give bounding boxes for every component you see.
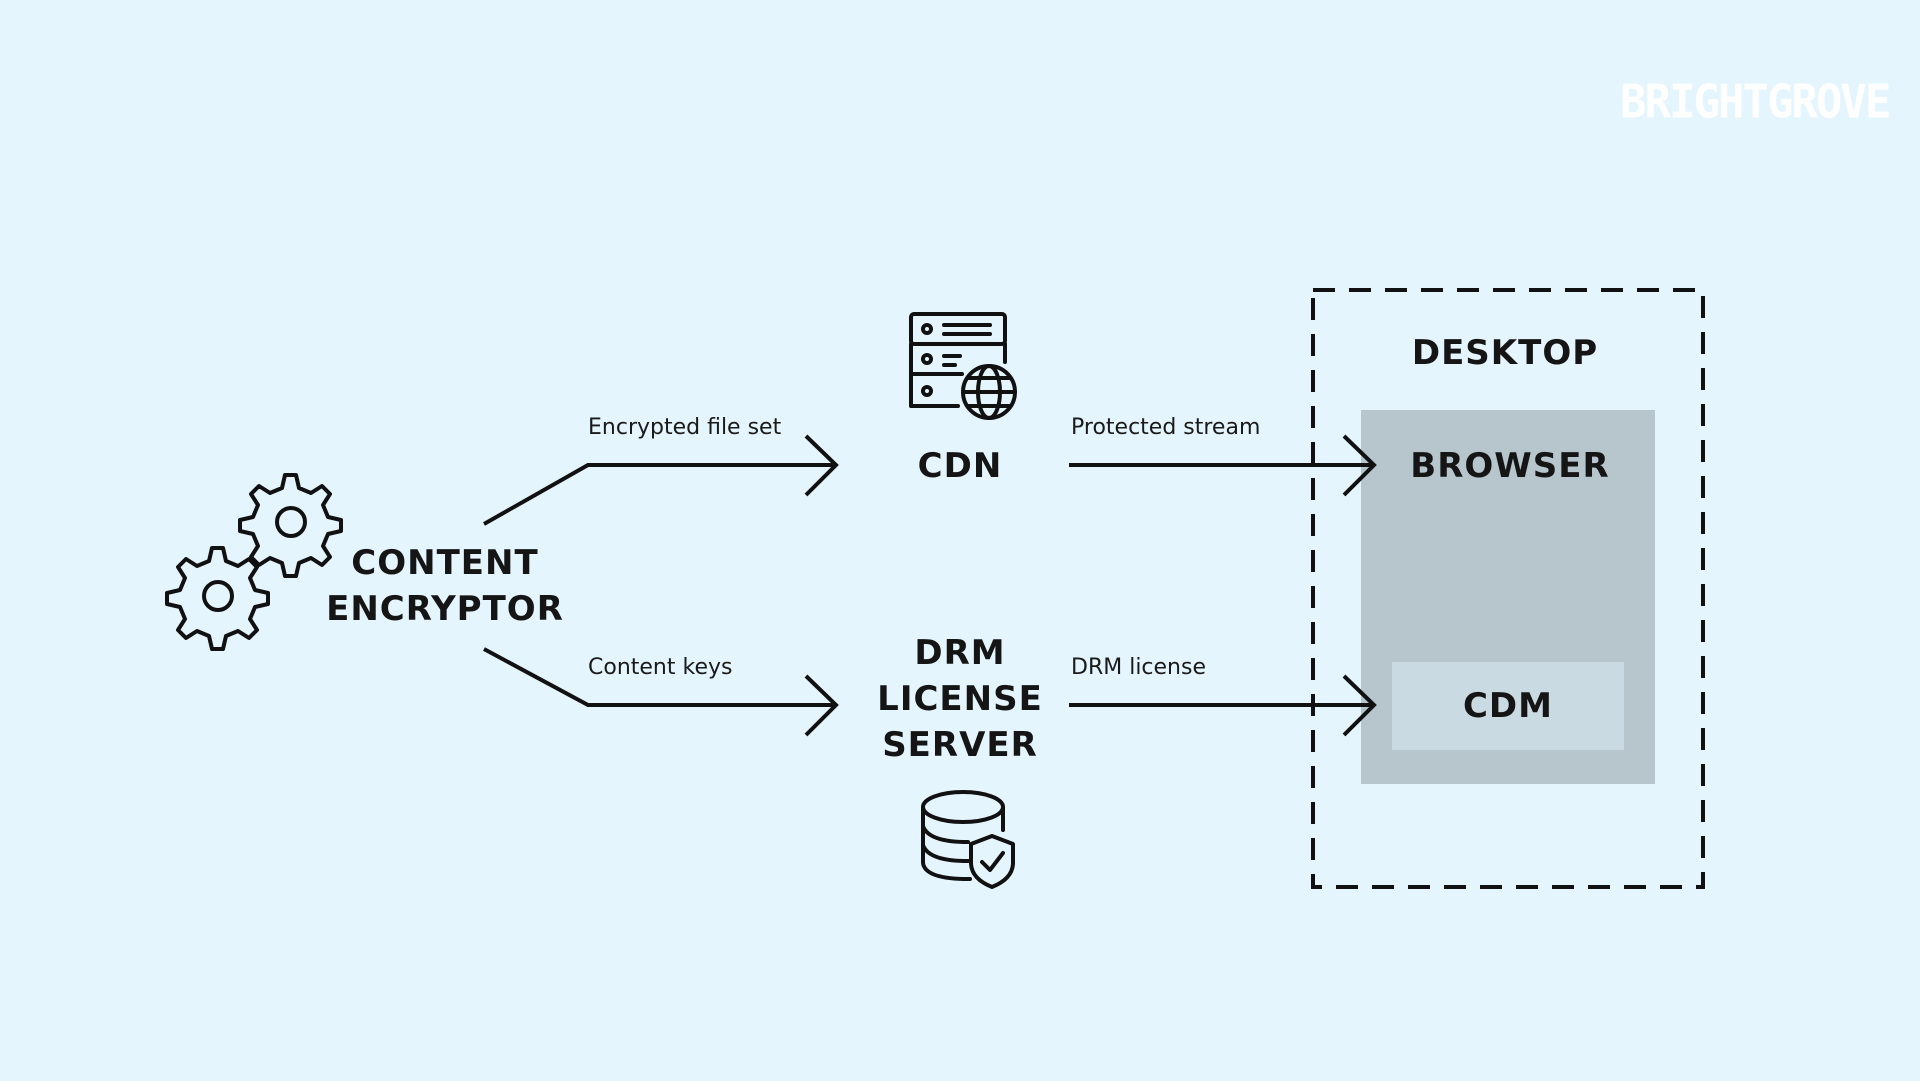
cdn-label: CDN — [917, 446, 1003, 486]
edge-label-encrypted-file-set: Encrypted file set — [588, 415, 782, 440]
browser-label: BROWSER — [1410, 446, 1610, 486]
desktop-container — [1311, 288, 1705, 889]
edge-label-protected-stream: Protected stream — [1071, 415, 1261, 440]
drm-line1: DRM — [914, 633, 1006, 673]
cdm-box — [1392, 662, 1624, 750]
edge-label-drm-license: DRM license — [1071, 655, 1206, 680]
gears-icon — [165, 473, 343, 651]
server-globe-icon — [909, 312, 1017, 420]
brand-logo: BRIGHTGROVE — [1620, 75, 1891, 130]
content-encryptor-line2: ENCRYPTOR — [326, 589, 564, 629]
database-shield-icon — [921, 790, 1015, 889]
edge-label-content-keys: Content keys — [588, 655, 733, 680]
arrow-content-keys — [483, 647, 836, 707]
arrowhead-protected-stream — [1342, 434, 1377, 497]
drm-line2: LICENSE — [877, 679, 1043, 719]
arrowhead-content-keys — [804, 674, 839, 737]
arrowhead-drm-license — [1342, 674, 1377, 737]
content-encryptor-line1: CONTENT — [351, 543, 539, 583]
content-encryptor-label: CONTENT ENCRYPTOR — [320, 540, 570, 632]
arrow-encrypted-file-set — [483, 463, 836, 526]
drm-license-server-label: DRM LICENSE SERVER — [850, 630, 1070, 768]
cdm-label: CDM — [1462, 686, 1553, 726]
desktop-label: DESKTOP — [1411, 333, 1599, 373]
drm-line3: SERVER — [882, 725, 1038, 765]
arrows — [483, 434, 1377, 737]
arrowhead-encrypted-file-set — [804, 434, 839, 497]
